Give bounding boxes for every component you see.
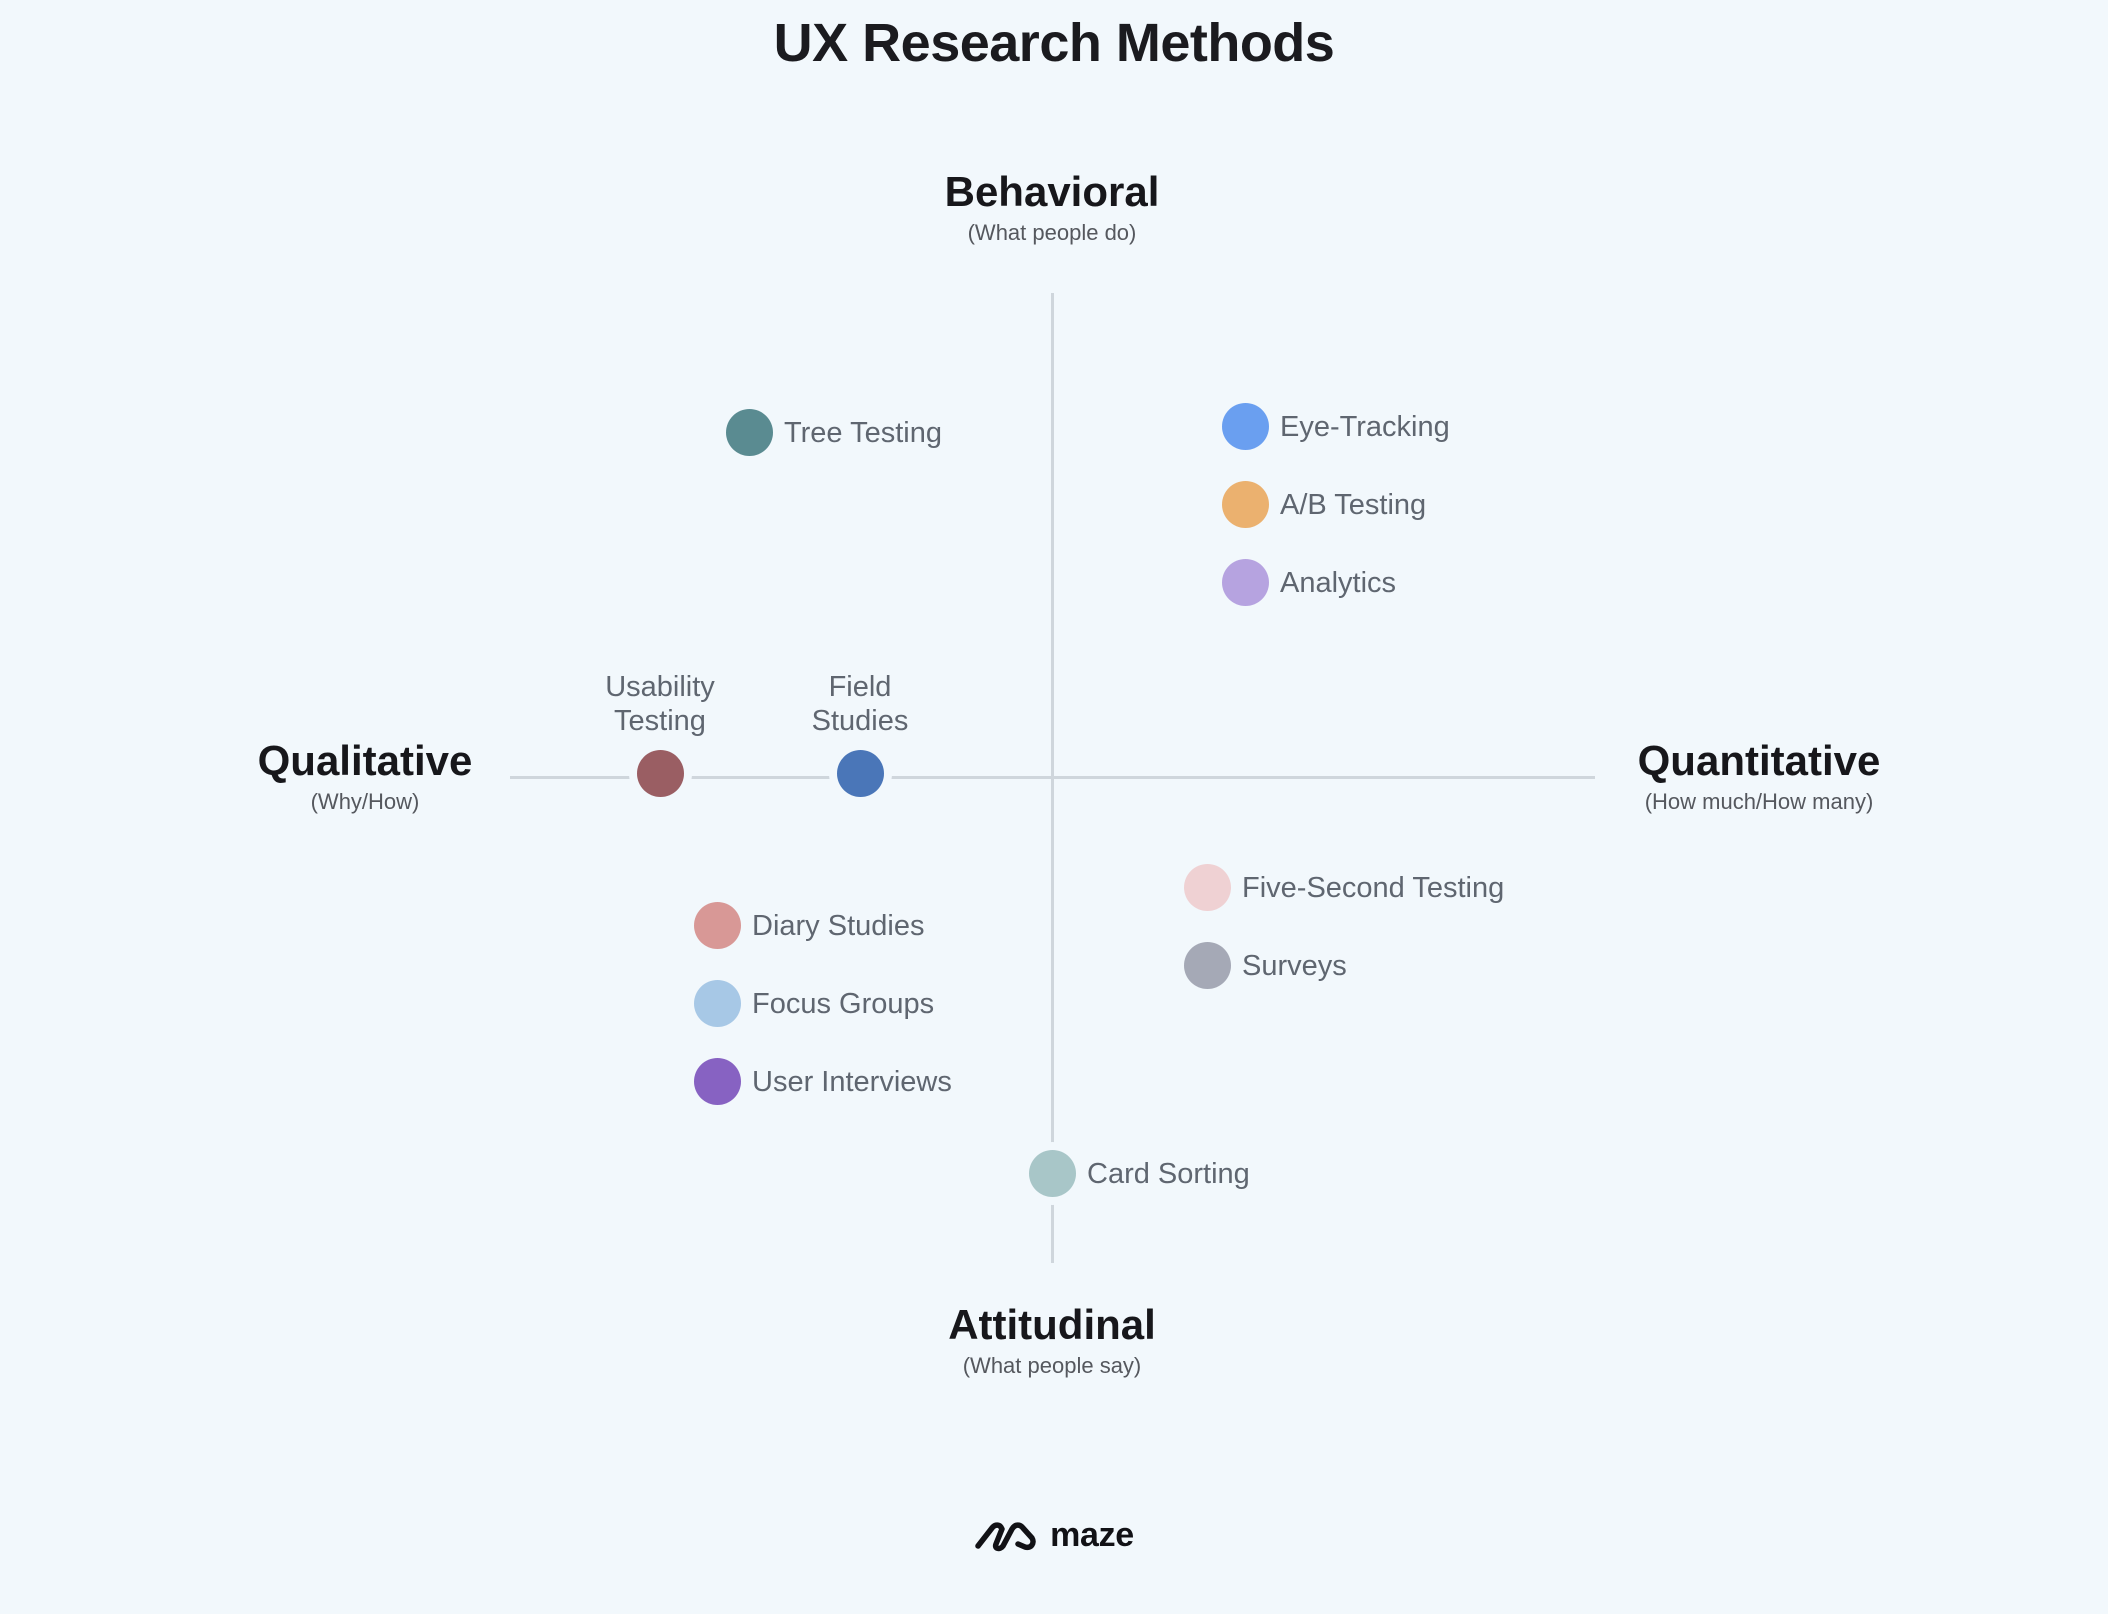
card-sorting-dot	[1029, 1150, 1076, 1197]
method-tree-testing: Tree Testing	[726, 409, 942, 456]
diary-studies-dot	[694, 902, 741, 949]
maze-logo-icon	[975, 1521, 1036, 1551]
axis-title: Behavioral	[944, 168, 1160, 215]
surveys-dot	[1184, 942, 1231, 989]
five-second-testing-dot	[1184, 864, 1231, 911]
method-surveys: Surveys	[1184, 942, 1347, 989]
method-five-second-testing: Five-Second Testing	[1184, 864, 1504, 911]
method-analytics: Analytics	[1222, 559, 1396, 606]
method-usability-testing: Usability Testing	[560, 670, 760, 797]
axis-label-qualitative: Qualitative (Why/How)	[155, 736, 575, 818]
method-focus-groups: Focus Groups	[694, 980, 934, 1027]
method-label: Usability Testing	[597, 670, 723, 738]
axis-subtitle: (Why/How)	[310, 789, 420, 814]
field-studies-dot	[836, 750, 884, 797]
method-card-sorting: Card Sorting	[1029, 1150, 1250, 1197]
method-diary-studies: Diary Studies	[694, 902, 924, 949]
axis-title: Quantitative	[1637, 737, 1881, 784]
method-label: Card Sorting	[1087, 1157, 1250, 1190]
method-label: Eye-Tracking	[1280, 410, 1450, 443]
axis-title: Qualitative	[257, 737, 473, 784]
method-label: Tree Testing	[784, 416, 942, 449]
user-interviews-dot	[694, 1058, 741, 1105]
analytics-dot	[1222, 559, 1269, 606]
method-eye-tracking: Eye-Tracking	[1222, 403, 1450, 450]
usability-testing-dot	[636, 750, 684, 797]
method-field-studies: Field Studies	[760, 670, 960, 797]
method-label: Analytics	[1280, 566, 1397, 599]
axis-subtitle: (How much/How many)	[1644, 789, 1874, 814]
axis-label-behavioral: Behavioral (What people do)	[842, 167, 1262, 249]
tree-testing-dot	[726, 409, 773, 456]
method-user-interviews: User Interviews	[694, 1058, 952, 1105]
method-label: A/B Testing	[1280, 488, 1427, 521]
eye-tracking-dot	[1222, 403, 1269, 450]
method-label: Five-Second Testing	[1242, 871, 1505, 904]
brand-name: maze	[1050, 1516, 1134, 1554]
axis-label-quantitative: Quantitative (How much/How many)	[1549, 736, 1969, 818]
maze-logo: maze	[0, 1516, 2108, 1555]
method-label: Surveys	[1242, 949, 1347, 982]
focus-groups-dot	[694, 980, 741, 1027]
method-label: Diary Studies	[752, 909, 925, 942]
method-label: User Interviews	[752, 1065, 952, 1098]
axis-label-attitudinal: Attitudinal (What people say)	[842, 1300, 1262, 1382]
axis-title: Attitudinal	[948, 1301, 1156, 1348]
method-ab-testing: A/B Testing	[1222, 481, 1426, 528]
axis-subtitle: (What people say)	[962, 1353, 1142, 1378]
ab-testing-dot	[1222, 481, 1269, 528]
method-label: Focus Groups	[752, 987, 935, 1020]
axis-subtitle: (What people do)	[967, 220, 1137, 245]
page-title: UX Research Methods	[773, 13, 1335, 73]
vertical-axis-line	[1051, 293, 1054, 1263]
method-label: Field Studies	[803, 670, 917, 738]
